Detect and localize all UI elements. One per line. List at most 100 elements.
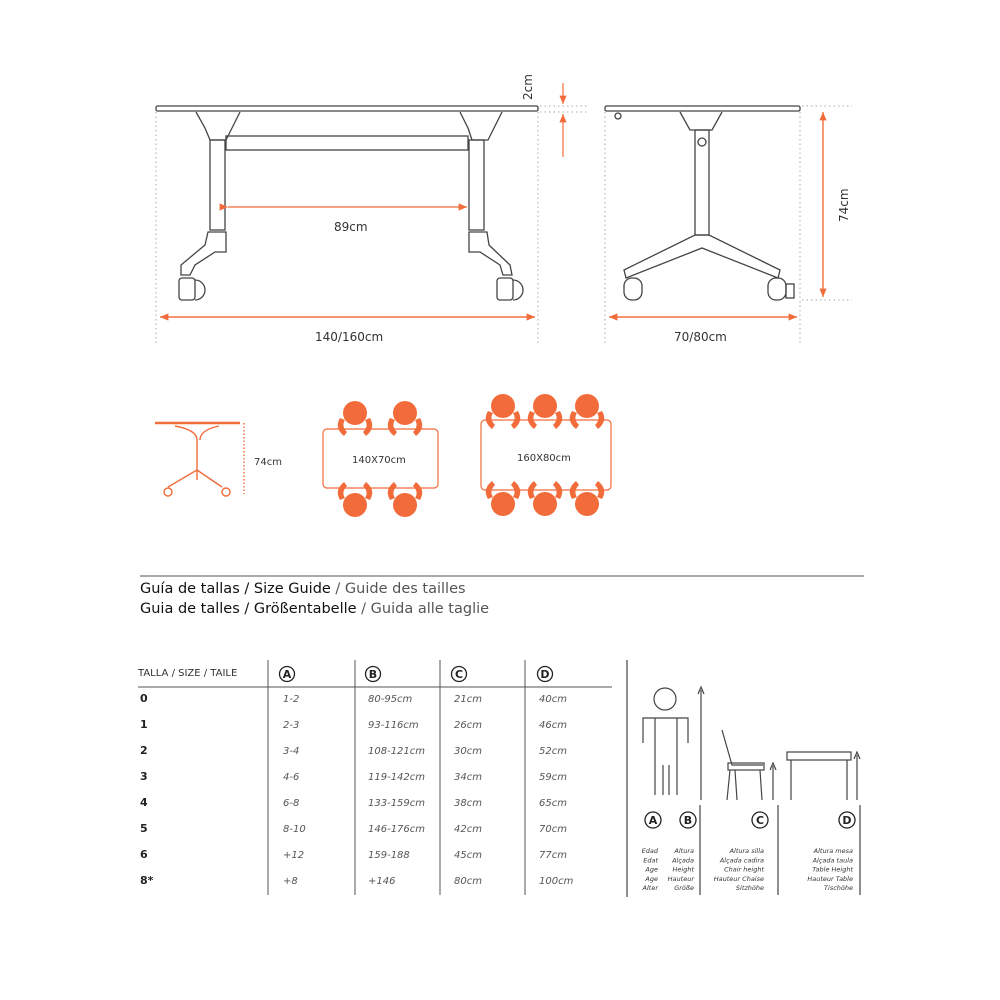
value-cell-a: 8-10 [283,824,306,835]
value-cell-a: 3-4 [283,746,299,757]
chair-icon [721,729,765,801]
title-es: Guía de tallas [140,581,240,597]
legend-a-text: Age [644,875,658,883]
seat-icon [343,493,367,517]
table-height-icon [155,421,245,497]
legend-d-text: Hauteur Table [807,875,853,883]
legend-letter: D [842,814,851,827]
layout-160x80 [480,394,612,516]
value-cell-b: 108-121cm [368,746,425,757]
legend-c-text: Chair height [724,866,764,874]
value-cell-d: 40cm [539,694,567,705]
leg-gap-label: 89cm [334,220,368,234]
table-row: 2 3-4 108-121cm 30cm 52cm [140,744,567,757]
title-de: / Größentabelle [239,601,357,617]
value-cell-a: 2-3 [283,720,299,731]
column-b-badge [364,665,382,683]
value-cell-c: 21cm [454,694,482,705]
height-label: 74cm [837,188,851,222]
size-cell: 4 [140,796,148,809]
size-guide-title-2: Guia de talles / Größentabelle / Guida a… [140,601,489,617]
value-cell-a: +8 [283,876,298,887]
legend-a-text: Edat [643,856,658,864]
value-cell-a: 6-8 [283,798,299,809]
layout-140x70 [322,401,439,517]
value-cell-d: 52cm [539,746,567,757]
legend-d-text: Alçada taula [812,856,853,864]
small-height-label: 74cm [254,457,282,468]
legend-letter: C [756,814,764,827]
column-a-badge [278,665,296,683]
legend-c-text: Sitzhöhe [736,884,764,892]
column-header: C [455,668,463,681]
title-ca: Guia de talles [140,601,240,617]
length-label: 140/160cm [315,330,383,344]
dimension-arrows [160,83,827,321]
column-header: B [369,668,377,681]
table-row: 0 1-2 80-95cm 21cm 40cm [140,692,567,705]
value-cell-b: +146 [368,876,395,887]
value-cell-d: 100cm [539,876,574,887]
table-side-view [604,105,801,301]
seat-icon [393,493,417,517]
seat-icon [343,401,367,425]
legend-a-text: Age [644,866,658,874]
layout-small-label: 140X70cm [352,455,406,466]
value-cell-d: 59cm [539,772,567,783]
value-cell-a: 4-6 [283,772,299,783]
value-cell-c: 26cm [454,720,482,731]
legend-d-badge [838,811,856,829]
column-header: D [540,668,549,681]
value-cell-b: 159-188 [368,850,410,861]
legend-a-text: Alter [642,884,660,892]
value-cell-b: 119-142cm [368,772,425,783]
guide-lines [155,105,852,345]
legend-letter: B [684,814,692,827]
legend-c-badge [751,811,769,829]
value-cell-b: 80-95cm [368,694,413,705]
legend-a-badge [644,811,662,829]
depth-label: 70/80cm [674,330,727,344]
legend-b-text: Größe [674,884,694,892]
value-cell-c: 45cm [454,850,482,861]
title-fr: / Guide des tailles [330,581,466,597]
layout-large-label: 160X80cm [517,453,571,464]
size-cell: 0 [140,692,148,705]
size-cell: 5 [140,822,148,835]
value-cell-b: 93-116cm [368,720,419,731]
legend-letter: A [649,814,658,827]
legend-a-text: Edad [642,847,659,855]
title-it: / Guida alle taglie [356,601,490,617]
legend-c-text: Alçada cadira [719,856,764,864]
table-icon [786,751,852,800]
size-cell: 6 [140,848,148,861]
legend-b-text: Hauteur [668,875,696,883]
legend-c-text: Hauteur Chaise [714,875,764,883]
value-cell-d: 77cm [539,850,567,861]
value-cell-c: 38cm [454,798,482,809]
value-cell-d: 65cm [539,798,567,809]
column-header: A [283,668,292,681]
value-cell-d: 70cm [539,824,567,835]
size-guide-title-1: Guía de tallas / Size Guide / Guide des … [140,581,466,597]
column-d-badge [536,665,554,683]
legend-b-badge [679,811,697,829]
size-cell: 8* [140,874,154,887]
value-cell-a: 1-2 [283,694,299,705]
seat-icon [393,401,417,425]
legend-d-text: Table Height [812,866,853,874]
measurement-figures [626,660,861,897]
value-cell-c: 30cm [454,746,482,757]
value-cell-c: 42cm [454,824,482,835]
legend-b-text: Altura [673,847,694,855]
child-figure-icon [642,687,689,795]
table-front-view [155,105,539,301]
size-cell: 2 [140,744,148,757]
thickness-label: 2cm [521,74,535,100]
